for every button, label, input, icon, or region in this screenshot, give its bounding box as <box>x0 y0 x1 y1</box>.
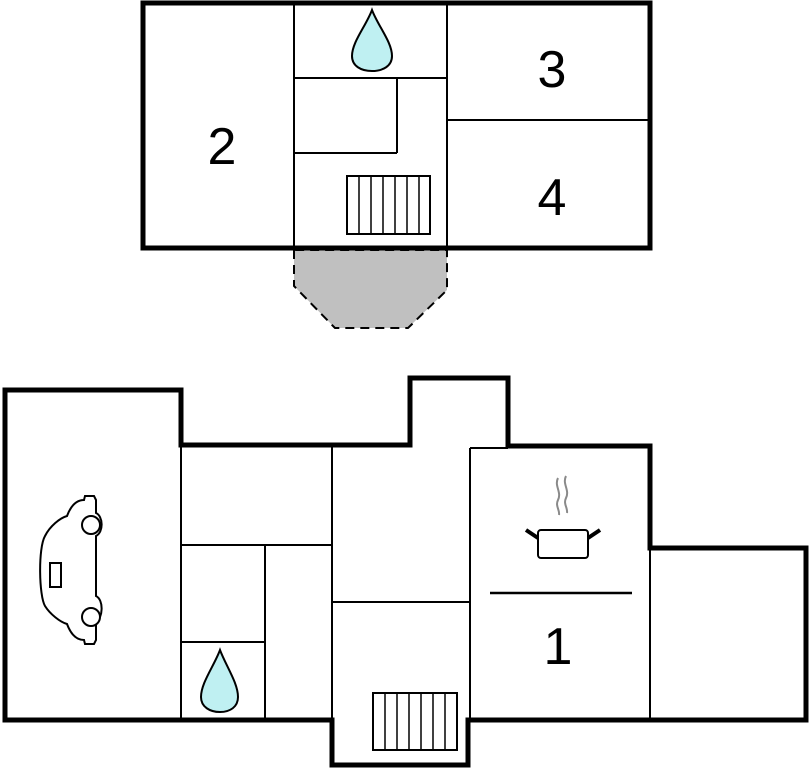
water-drop-icon <box>350 7 394 73</box>
stairs-icon <box>346 175 431 235</box>
room-label-3: 3 <box>538 41 567 99</box>
upper-floor: 2 3 4 <box>140 0 653 329</box>
water-drop-icon <box>199 647 240 714</box>
room-label-4: 4 <box>538 169 567 227</box>
upper-floor-outline <box>140 0 653 251</box>
car-icon <box>39 495 103 645</box>
balcony <box>293 249 448 329</box>
cooking-pot-icon <box>524 475 602 559</box>
lower-floor: 1 <box>2 375 809 768</box>
stairs-icon <box>372 692 458 751</box>
room-label-2: 2 <box>208 118 237 176</box>
room-label-1: 1 <box>544 618 573 676</box>
